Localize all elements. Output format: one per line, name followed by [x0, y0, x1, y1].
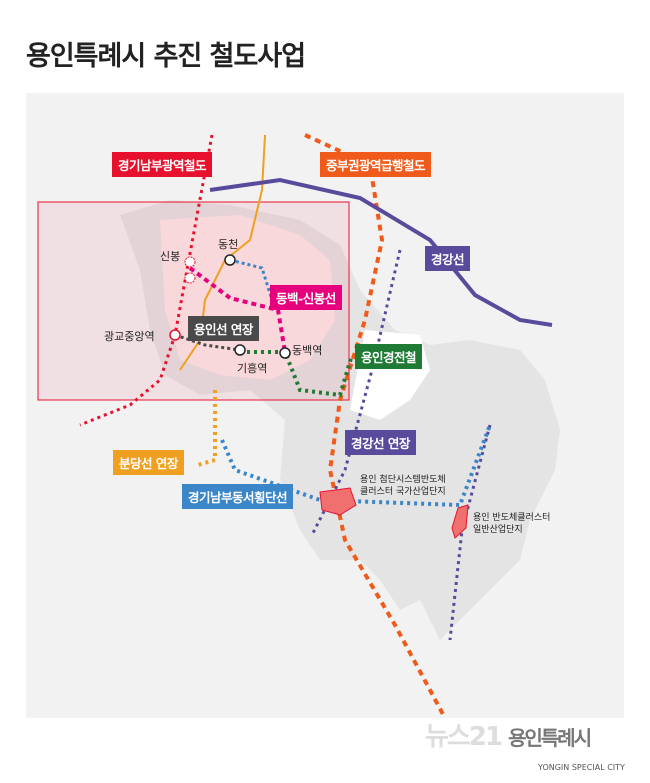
station-label-dongcheon: 동천	[218, 238, 239, 251]
gyeonggang-ext-line	[310, 249, 402, 536]
station-label-dongbaek: 동백역	[292, 344, 323, 357]
dongbaek-sinbong-line	[188, 266, 287, 353]
watermark-news: 뉴스21	[425, 722, 503, 752]
station-dongbaek	[279, 347, 291, 359]
national-cluster	[319, 487, 357, 516]
gyeonggang-line	[209, 177, 553, 327]
label-yongin-light: 용인경전철	[355, 344, 423, 369]
label-yongin-ext: 용인선 연장	[188, 316, 259, 341]
station-label-gwanggyo: 광교중앙역	[104, 330, 155, 343]
watermark: 뉴스21 용인특례시	[425, 722, 592, 753]
label-gyeonggang: 경강선	[425, 246, 471, 271]
station-label-sinbong: 신봉	[160, 250, 181, 263]
station-dongcheon	[224, 254, 236, 266]
east-west-line	[220, 424, 492, 508]
jungbu-line	[304, 133, 447, 719]
station-gwanggyo	[169, 329, 181, 341]
label-gyeonggi-south: 경기남부광역철도	[112, 152, 213, 177]
label-gyeonggang-ext: 경강선 연장	[345, 430, 416, 455]
bundang-ext-line	[197, 390, 217, 467]
cluster-line: 일반산업단지	[473, 525, 523, 535]
station-giheung	[234, 344, 246, 356]
watermark-city: 용인특례시	[508, 726, 592, 750]
gyeonggang-ext-line-2	[448, 424, 492, 641]
cluster-line: 용인 반도체클러스터	[473, 513, 551, 523]
general-cluster	[451, 504, 469, 539]
yongin-ext-line	[174, 333, 241, 352]
dongcheon-line	[229, 258, 274, 301]
label-east-west: 경기남부동서횡단선	[182, 484, 294, 509]
station-sinbong-2	[184, 272, 196, 284]
label-dongbaek-sinbong: 동백-신봉선	[270, 285, 342, 310]
page-title: 용인특례시 추진 철도사업	[26, 41, 306, 72]
label-bundang-ext: 분당선 연장	[113, 450, 184, 475]
yongin-light-line	[240, 350, 354, 398]
label-jungbu: 중부권광역급행철도	[320, 152, 432, 177]
watermark-city-en: YONGIN SPECIAL CITY	[538, 763, 625, 772]
station-sinbong	[184, 256, 196, 268]
cluster-line: 클러스터 국가산업단지	[360, 487, 446, 497]
station-label-giheung: 기흥역	[237, 362, 268, 375]
cluster-line: 용인 첨단시스템반도체	[360, 475, 446, 485]
